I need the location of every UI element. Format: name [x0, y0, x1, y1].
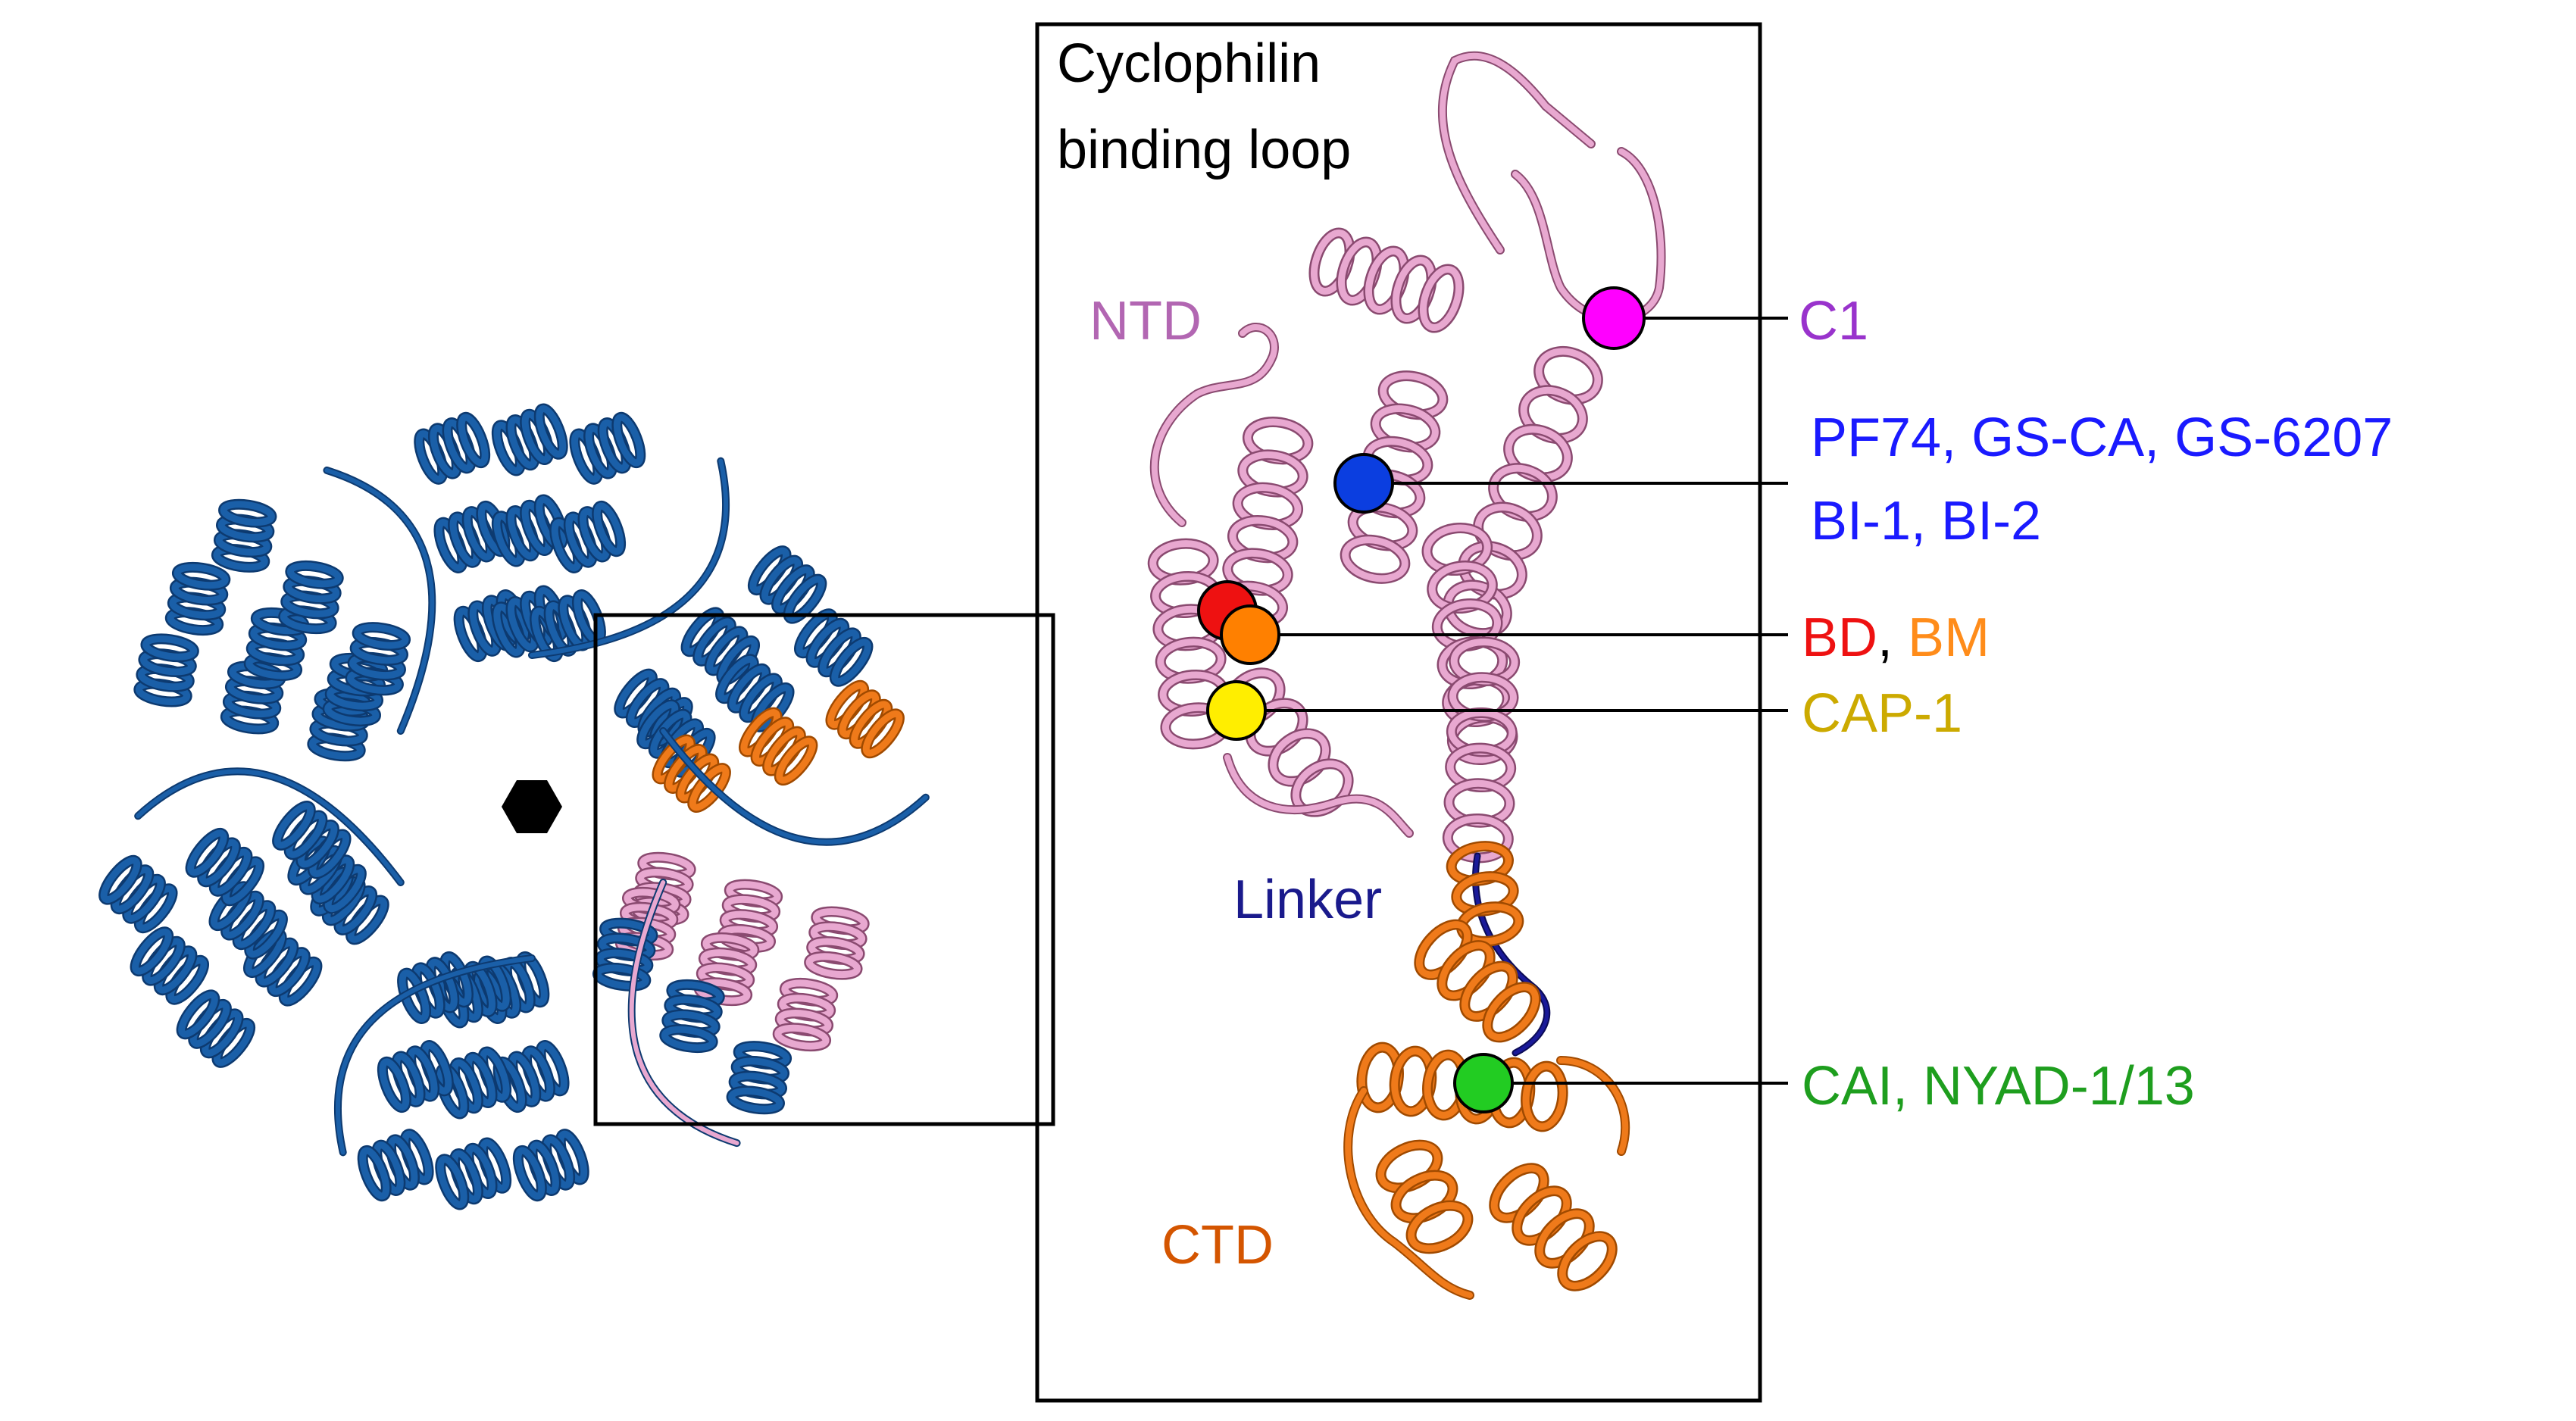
loop	[1151, 324, 1277, 526]
site-pf74: PF74, GS-CA, GS-6207 BI-1, BI-2	[1333, 408, 2393, 551]
site-label-cai: CAI, NYAD-1/13	[1802, 1056, 2195, 1116]
loop	[1439, 52, 1665, 323]
helix	[1443, 345, 1603, 639]
helix	[272, 801, 352, 879]
linker-label: Linker	[1233, 870, 1382, 930]
loop	[1437, 51, 1666, 324]
helix	[164, 561, 231, 636]
loop	[324, 467, 435, 733]
site-marker-bm	[1220, 604, 1280, 665]
helix	[208, 881, 288, 960]
helix	[433, 500, 511, 573]
helix	[1414, 919, 1541, 1043]
helix	[1489, 1163, 1618, 1291]
helix	[659, 979, 725, 1054]
loop	[661, 729, 928, 845]
helix	[569, 411, 646, 485]
site-marker-pf74	[1333, 453, 1394, 514]
loop	[1224, 754, 1412, 836]
helix	[1375, 1139, 1474, 1254]
helix	[377, 1040, 454, 1113]
six-fold-axis-hexagon-icon	[502, 780, 562, 833]
capsid-hexamer	[98, 403, 930, 1210]
site-c1: C1	[1582, 286, 1868, 351]
helix	[211, 498, 277, 573]
loop	[1474, 854, 1549, 1055]
site-marker-cap1	[1206, 680, 1267, 741]
binding-loop-label: binding loop	[1057, 120, 1351, 180]
helix	[397, 951, 474, 1024]
site-label-bd-bm: BD, BM	[1802, 607, 1990, 668]
helix	[804, 906, 870, 980]
helix	[772, 977, 839, 1052]
helix	[592, 917, 658, 992]
capsid-monomer-structure	[1147, 51, 1666, 1300]
ntd-label: NTD	[1089, 291, 1202, 351]
loop	[136, 769, 403, 885]
loop	[335, 956, 534, 1155]
site-bd-bm: BD, BM	[1197, 580, 1990, 668]
site-cai: CAI, NYAD-1/13	[1453, 1053, 2195, 1116]
zoom-region-box	[593, 613, 1055, 1126]
loop	[629, 880, 739, 1146]
site-marker-c1	[1582, 286, 1646, 350]
helix	[726, 1041, 792, 1115]
helix	[1442, 636, 1521, 864]
helix	[130, 926, 209, 1005]
site-label-cap1: CAP-1	[1802, 683, 1962, 744]
ctd-label: CTD	[1161, 1215, 1274, 1276]
site-label-c1: C1	[1799, 291, 1868, 351]
helix	[435, 1137, 512, 1210]
helix	[357, 1129, 434, 1202]
loop	[1345, 1057, 1629, 1298]
helix	[345, 622, 411, 696]
monomer-panel-frame	[1035, 22, 1762, 1403]
helix	[414, 411, 491, 485]
helix	[794, 608, 874, 687]
helix	[1446, 841, 1524, 947]
site-marker-cai	[1453, 1053, 1514, 1113]
helix	[825, 679, 905, 759]
helix	[491, 403, 568, 476]
helix	[98, 854, 178, 934]
helix	[133, 633, 199, 707]
site-label-bi: BI-1, BI-2	[1811, 491, 2041, 551]
site-cap1: CAP-1	[1206, 680, 1962, 744]
helix	[243, 928, 323, 1007]
helix	[278, 560, 344, 635]
cyclophilin-label: Cyclophilin	[1057, 33, 1321, 94]
helix	[715, 654, 795, 732]
helix	[176, 989, 256, 1068]
loop	[530, 458, 729, 657]
helix	[739, 707, 818, 786]
site-label-pf74: PF74, GS-CA, GS-6207	[1811, 408, 2393, 468]
helix	[453, 589, 530, 663]
helix	[491, 494, 568, 567]
helix	[549, 500, 627, 573]
helix	[747, 545, 827, 624]
helix	[512, 1129, 589, 1202]
helix	[1308, 227, 1465, 333]
helix	[185, 827, 264, 907]
